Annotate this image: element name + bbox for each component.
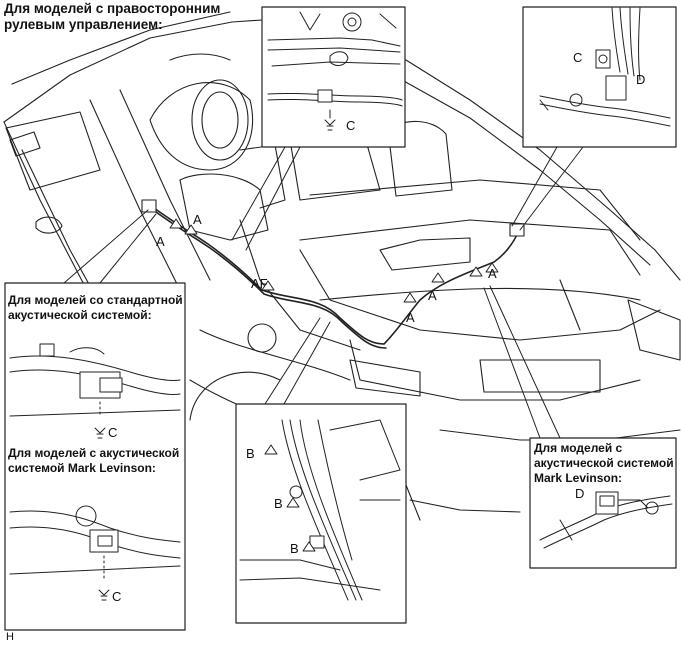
inset-top-right [522,6,677,148]
caption-levinson-left: Для моделей с акустической системой Mark… [8,446,180,476]
label-b-1: B [246,446,255,461]
inset-bottom-center [235,403,407,624]
inset-top-center-drawing [267,11,403,131]
inset-bottom-center-clamps [264,444,316,552]
label-d-top-right: D [636,72,645,87]
label-a-1: A [193,212,202,227]
rear-connector [509,223,525,237]
title-rhd: Для моделей с правосторонним рулевым упр… [4,1,220,33]
caption-levinson-right-line1: Для моделей с [534,441,623,455]
front-connector [141,199,157,213]
label-a-5: A [488,266,497,281]
inset-bottom-right-drawing [539,491,673,549]
caption-standard-audio: Для моделей со стандартной акустической … [8,293,183,323]
figure-code: H [6,631,14,643]
label-c-standard: C [108,425,117,440]
title-rhd-line2: рулевым управлением: [4,17,163,32]
wire-harness [149,204,521,349]
title-rhd-line1: Для моделей с правосторонним [4,1,221,16]
label-a-4: A [428,288,437,303]
label-af: AF [251,276,268,291]
caption-standard-audio-line1: Для моделей со стандартной [8,293,183,307]
caption-standard-audio-line2: акустической системой: [8,308,152,322]
drawing-labels: A A AF A A A C C D C C B B B D [108,50,645,604]
label-b-3: B [290,541,299,556]
car-body [3,11,681,521]
label-a-3: A [406,310,415,325]
inset-top-right-drawing [539,7,671,127]
caption-levinson-right-line2: акустической системой [534,456,674,470]
caption-levinson-right-line3: Mark Levinson: [534,471,623,485]
label-a-2: A [156,234,165,249]
inset-top-center [261,6,406,148]
inset-bottom-center-drawing [239,419,401,601]
label-d-bottom-right: D [575,486,584,501]
inset-left-standard-drawing [9,343,181,439]
label-c-top-center: C [346,118,355,133]
label-b-2: B [274,496,283,511]
clamp-markers [169,218,499,303]
label-c-top-right: C [573,50,582,65]
label-c-levinson: C [112,589,121,604]
caption-levinson-left-line2: системой Mark Levinson: [8,461,156,475]
caption-levinson-left-line1: Для моделей с акустической [8,446,180,460]
inset-left-levinson-drawing [9,505,181,601]
leader-lines [63,146,584,439]
caption-levinson-right: Для моделей с акустической системой Mark… [534,441,674,486]
